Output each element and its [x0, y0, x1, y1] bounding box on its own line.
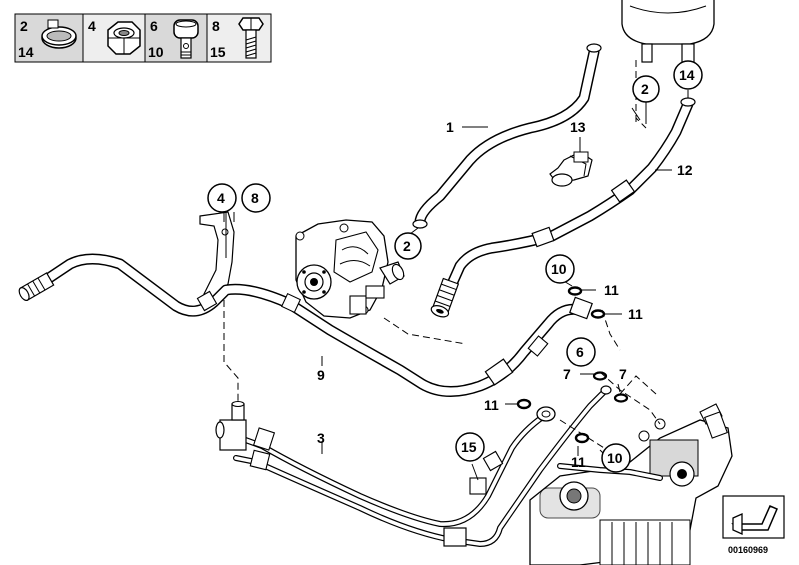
callout-11-a: 11 [604, 282, 619, 298]
callout-12: 12 [677, 162, 693, 178]
power-steering-pump [295, 219, 405, 319]
hose-clip-13 [549, 151, 593, 187]
callout-7-b: 7 [619, 366, 627, 382]
callout-10-upper: 10 [551, 261, 567, 277]
steering-gear [529, 403, 733, 565]
callout-10-lower: 10 [607, 450, 623, 466]
callout-6-circle [566, 337, 596, 367]
callout-11-c: 11 [484, 397, 499, 413]
legend-cell-4-top: 8 [212, 18, 220, 34]
callout-8: 8 [251, 190, 259, 206]
pressure-hose-9 [18, 253, 593, 397]
callout-3: 3 [317, 430, 325, 446]
callout-8-circle [241, 183, 271, 213]
callout-14: 14 [679, 67, 695, 83]
callout-14-circle [673, 60, 703, 90]
banjo-bolt-icon [173, 19, 199, 59]
callout-4: 4 [217, 190, 225, 206]
legend-cell-3-top: 6 [150, 18, 158, 34]
callout-2-circle-pump [394, 232, 422, 260]
seal-rings [516, 286, 629, 444]
legend-cell-2-top: 4 [88, 18, 96, 34]
callout-2-pump: 2 [403, 238, 411, 254]
callout-6: 6 [576, 344, 584, 360]
callout-10-circle-upper [545, 254, 575, 284]
diagram-code: 00160969 [728, 545, 768, 555]
callout-2-top: 2 [641, 81, 649, 97]
suction-hose-12 [430, 97, 696, 318]
callout-13: 13 [570, 119, 586, 135]
legend-cell-1-top: 2 [20, 18, 28, 34]
legend-cell-4-bottom: 15 [210, 44, 226, 60]
leader-lines [223, 90, 689, 481]
callout-15-circle [455, 432, 485, 462]
steering-lines-3 [215, 385, 612, 547]
hex-bolt-icon [238, 17, 264, 59]
callout-11-d: 11 [571, 454, 586, 470]
legend-cell-1-bottom: 14 [18, 44, 34, 60]
callout-4-circle [207, 183, 237, 213]
callout-11-b: 11 [628, 306, 643, 322]
callouts: 1 2 14 13 12 2 4 8 10 11 11 6 7 7 9 11 [207, 60, 703, 473]
hose-clamp-icon [41, 19, 77, 49]
line-junction-block [215, 400, 276, 471]
fluid-reservoir [621, 0, 715, 129]
next-diagram-arrow-icon[interactable] [722, 495, 785, 539]
callout-7-a: 7 [563, 366, 571, 382]
callout-1: 1 [446, 119, 454, 135]
mounting-bracket [199, 211, 235, 301]
return-hose-1 [412, 43, 602, 229]
callout-10-circle-lower [601, 443, 631, 473]
parts-legend: 2 14 4 6 10 8 15 [14, 13, 272, 63]
callout-15: 15 [461, 439, 477, 455]
callout-9: 9 [317, 367, 325, 383]
reference-lines [223, 60, 661, 459]
legend-cell-3-bottom: 10 [148, 44, 164, 60]
callout-2-circle-top [632, 75, 660, 103]
hex-nut-icon [107, 21, 141, 55]
